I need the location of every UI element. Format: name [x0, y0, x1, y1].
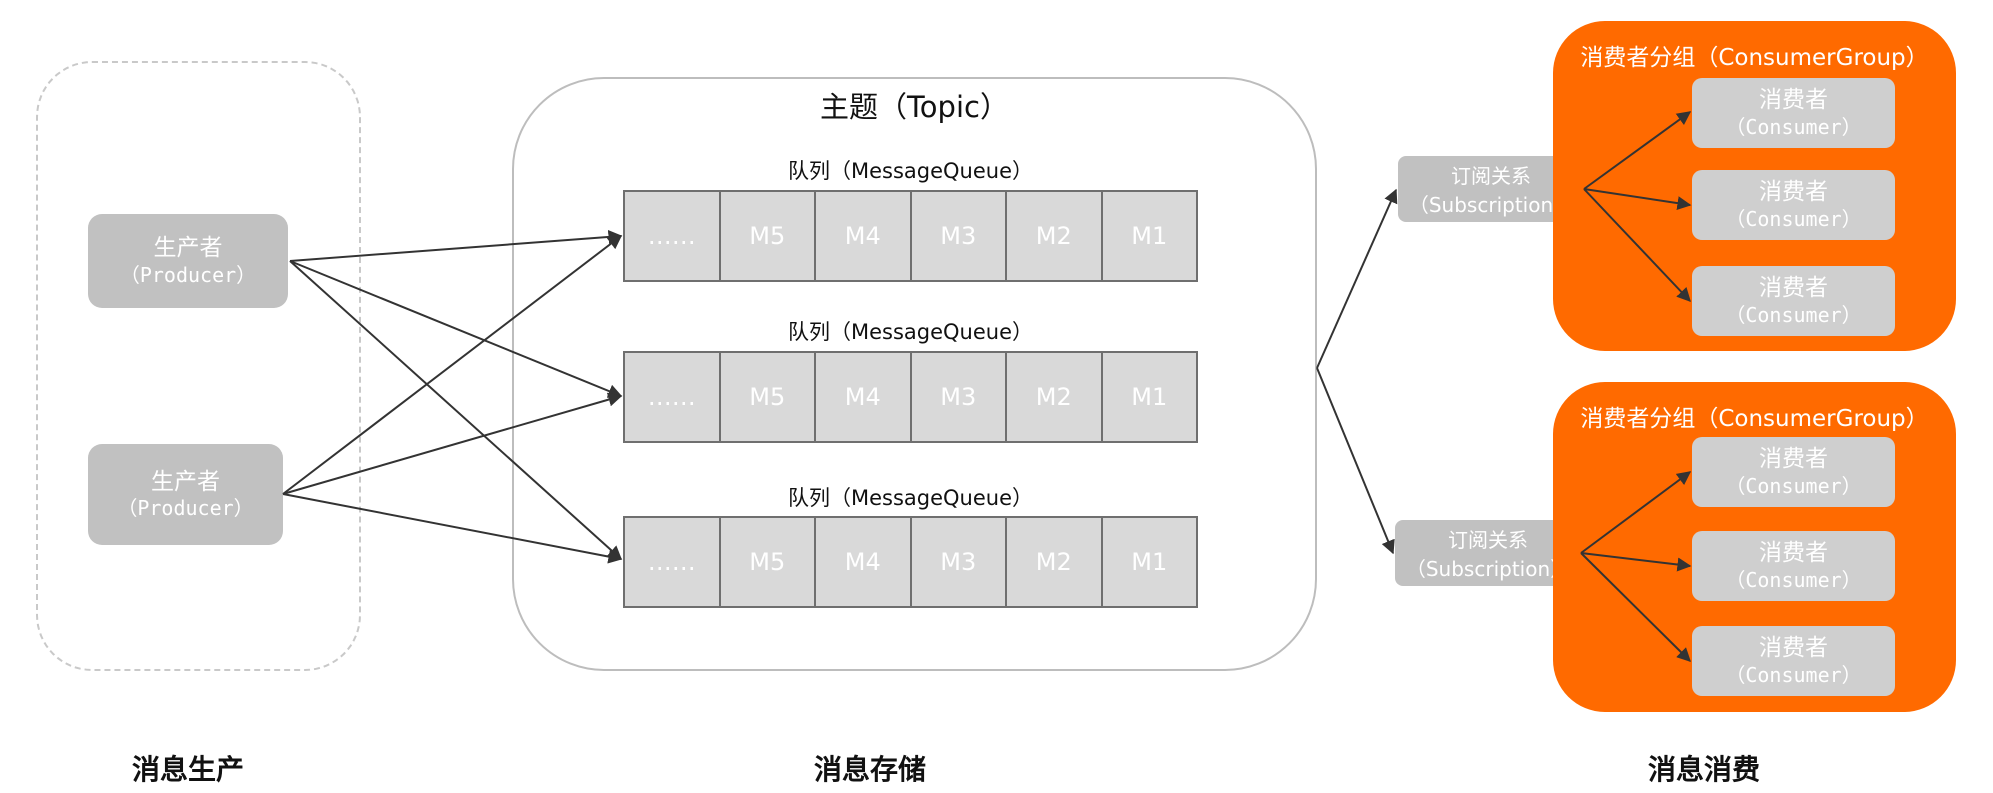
queue-cell: M4 [816, 353, 912, 441]
consumer-box: 消费者 （Consumer） [1692, 531, 1895, 601]
section-label-consumption: 消息消费 [1647, 753, 1760, 786]
consumer-box: 消费者 （Consumer） [1692, 626, 1895, 696]
arrow [1580, 471, 1692, 554]
arrow [1583, 111, 1692, 190]
consumer-sublabel: （Consumer） [1725, 662, 1862, 687]
queue-cell: M5 [721, 192, 816, 280]
queue-label: 队列（MessageQueue） [787, 320, 1034, 344]
queue-cell: …… [625, 518, 721, 606]
subscription-box: 订阅关系 （Subscription） [1395, 520, 1581, 586]
arrow [282, 493, 623, 564]
queue-cell: …… [625, 353, 721, 441]
producer-box: 生产者 （Producer） [88, 444, 283, 545]
consumer-sublabel: （Consumer） [1725, 114, 1862, 139]
producer-label: 生产者 [153, 235, 223, 262]
queue-cell: M4 [816, 192, 912, 280]
topic-box [512, 77, 1317, 671]
arrow [1316, 188, 1398, 369]
queue: …… M5 M4 M3 M2 M1 [623, 190, 1198, 282]
subscription-sublabel: （Subscription） [1405, 557, 1571, 581]
queue-cell: M2 [1007, 353, 1103, 441]
consumer-sublabel: （Consumer） [1725, 473, 1862, 498]
queue-cell: M1 [1131, 222, 1168, 250]
arrow [1580, 552, 1691, 662]
queue-cell: M5 [721, 353, 816, 441]
consumer-group-title: 消费者分组（ConsumerGroup） [1580, 45, 1929, 71]
producer-label: 生产者 [151, 468, 220, 495]
arrow [282, 392, 623, 495]
consumer-group-title: 消费者分组（ConsumerGroup） [1580, 406, 1929, 432]
topic-title: 主题（Topic） [820, 90, 1009, 124]
section-label-storage: 消息存储 [813, 753, 926, 786]
queue-cell: M5 [721, 518, 816, 606]
queue-cell: M1 [1131, 383, 1168, 411]
subscription-sublabel: （Subscription） [1408, 193, 1574, 217]
queue: …… M5 M4 M3 M2 M1 [623, 351, 1198, 443]
consumer-sublabel: （Consumer） [1725, 302, 1862, 327]
producer-zone [36, 61, 361, 671]
queue-cell: M3 [912, 353, 1007, 441]
arrow [1583, 188, 1691, 303]
queue-cell: M4 [816, 518, 912, 606]
consumer-label: 消费者 [1759, 275, 1828, 302]
producer-box: 生产者 （Producer） [88, 214, 288, 308]
queue-label: 队列（MessageQueue） [787, 159, 1034, 183]
queue-cell: M3 [912, 518, 1007, 606]
arrow [1583, 188, 1692, 211]
queue-cell: …… [625, 192, 721, 280]
arrow [1316, 367, 1395, 555]
section-label-production: 消息生产 [131, 753, 244, 786]
producer-sublabel: （Producer） [119, 262, 257, 287]
consumer-box: 消费者 （Consumer） [1692, 437, 1895, 507]
consumer-label: 消费者 [1759, 446, 1828, 473]
queue-cell: M2 [1007, 518, 1103, 606]
consumer-sublabel: （Consumer） [1725, 567, 1862, 592]
arrow [289, 260, 623, 560]
arrow [289, 260, 623, 398]
consumer-label: 消费者 [1759, 540, 1828, 567]
arrow [282, 235, 623, 495]
queue-cell: M1 [1131, 548, 1168, 576]
arrow [289, 229, 623, 262]
consumer-box: 消费者 （Consumer） [1692, 78, 1895, 148]
consumer-box: 消费者 （Consumer） [1692, 170, 1895, 240]
consumer-box: 消费者 （Consumer） [1692, 266, 1895, 336]
consumer-label: 消费者 [1759, 635, 1828, 662]
consumer-label: 消费者 [1759, 87, 1828, 114]
queue-cell: M2 [1007, 192, 1103, 280]
arrow [1580, 552, 1692, 572]
subscription-label: 订阅关系 [1451, 164, 1531, 188]
subscription-label: 订阅关系 [1448, 528, 1528, 552]
consumer-label: 消费者 [1759, 179, 1828, 206]
queue: …… M5 M4 M3 M2 M1 [623, 516, 1198, 608]
producer-sublabel: （Producer） [117, 496, 254, 521]
queue-label: 队列（MessageQueue） [787, 486, 1034, 510]
consumer-sublabel: （Consumer） [1725, 206, 1862, 231]
queue-cell: M3 [912, 192, 1007, 280]
